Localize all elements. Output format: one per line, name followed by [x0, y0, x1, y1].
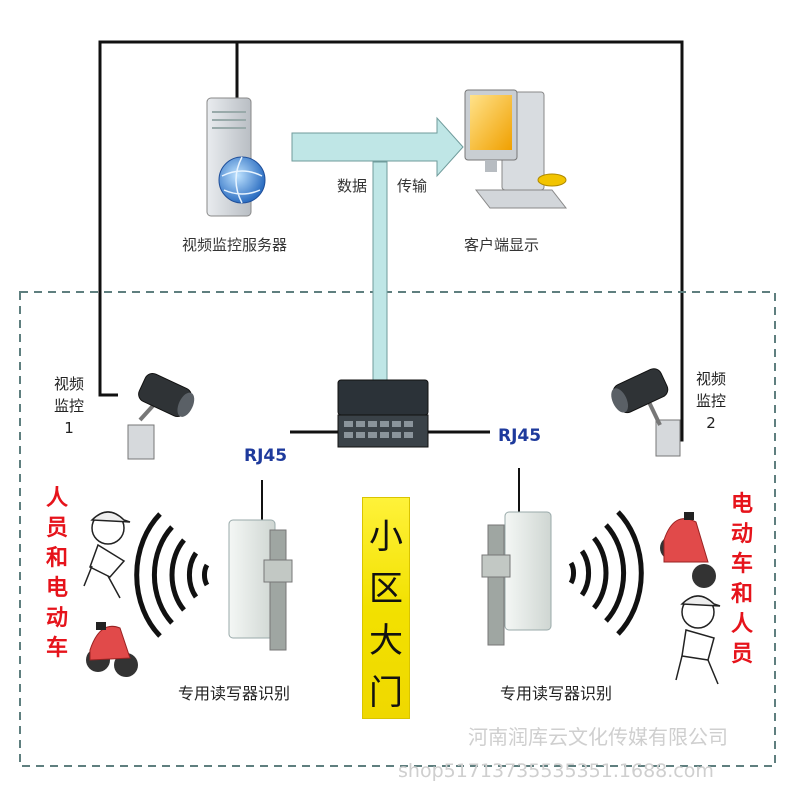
- reader-left-label: 专用读写器识别: [178, 684, 291, 703]
- person-left-icon: [83, 511, 131, 599]
- data-label: 数据: [337, 177, 368, 195]
- camera-1-icon: [127, 372, 195, 460]
- server-label: 视频监控服务器: [182, 236, 288, 254]
- rj45-left-label: RJ45: [244, 446, 288, 466]
- camera-1-label-line2: 监控: [53, 397, 84, 415]
- camera-2-label-line2: 监控: [695, 392, 726, 410]
- left-targets-label: 人员和电动车: [45, 486, 68, 661]
- camera-2-label: 视频 监控 2: [693, 368, 729, 434]
- server-icon: [206, 97, 266, 217]
- client-label: 客户端显示: [464, 236, 540, 254]
- client-computer-icon: [464, 89, 568, 209]
- camera-2-label-line1: 视频: [695, 370, 726, 388]
- camera-1-label: 视频 监控 1: [51, 373, 87, 439]
- transfer-label: 传输: [397, 177, 428, 195]
- reader-right-label: 专用读写器识别: [500, 684, 613, 703]
- scooter-left-icon: [86, 622, 138, 677]
- rj45-right-label: RJ45: [498, 426, 542, 446]
- data-transfer-arrow: [291, 116, 464, 381]
- person-right-icon: [675, 595, 721, 685]
- network-switch-icon: [337, 379, 429, 448]
- reader-left-icon: [228, 480, 293, 651]
- watermark-shop: shop51713735535351.1688.com: [398, 760, 714, 782]
- camera-1-label-line1: 视频: [53, 375, 84, 393]
- gate-label: 小区大门: [369, 517, 403, 713]
- scooter-right-icon: [660, 512, 716, 588]
- camera-1-label-line3: 1: [64, 419, 74, 437]
- wireless-signal-left-icon: [134, 512, 210, 638]
- watermark-company: 河南润库云文化传媒有限公司: [468, 725, 728, 749]
- reader-right-icon: [481, 468, 552, 646]
- right-targets-label: 电动车和人员: [730, 492, 753, 667]
- wireless-signal-right-icon: [568, 510, 644, 636]
- camera-2-label-line3: 2: [706, 414, 716, 432]
- community-gate: 小区大门: [362, 497, 410, 719]
- camera-2-icon: [611, 368, 681, 457]
